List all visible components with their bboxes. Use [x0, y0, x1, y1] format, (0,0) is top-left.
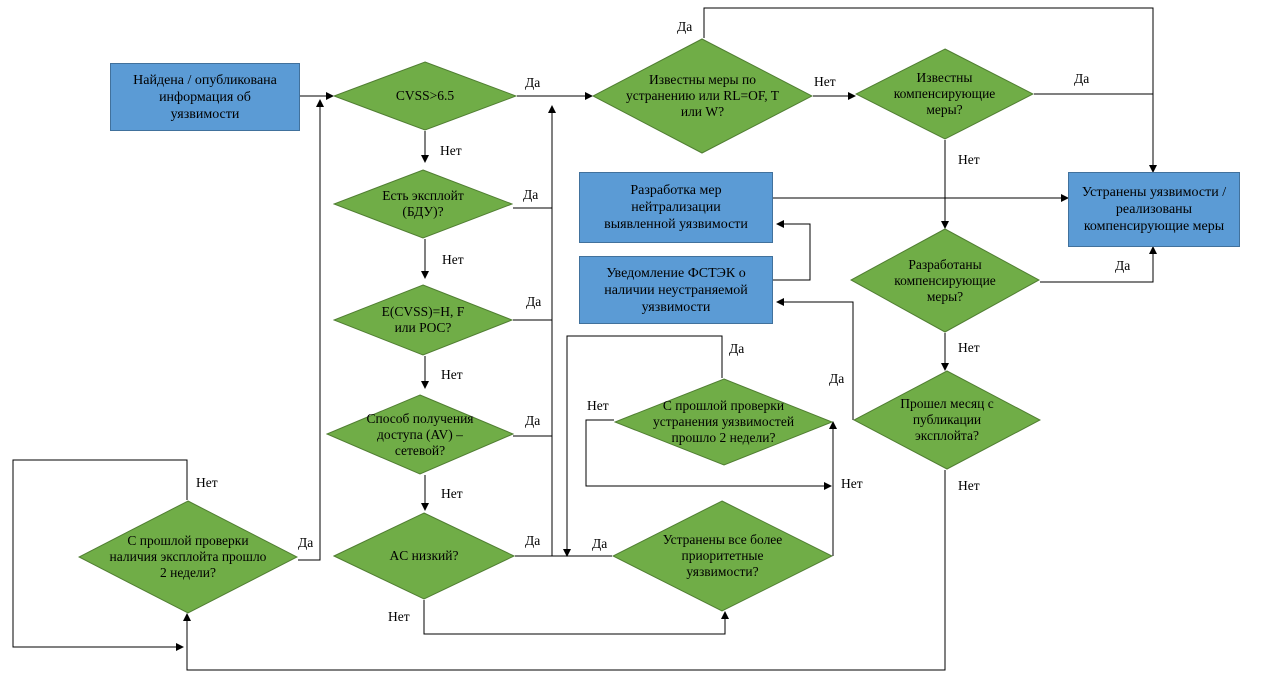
label-developed-no: Нет [958, 340, 980, 355]
edge-fixcheck-no [585, 419, 832, 490]
label-exploit-yes: Да [523, 187, 539, 202]
edge-knownfix-yes [703, 7, 1157, 173]
label-month-yes: Да [829, 371, 845, 386]
label-priority-no: Нет [841, 476, 863, 491]
box-found-info: Найдена / опубликована информация об уяз… [110, 63, 300, 131]
edge-yes-trunk [515, 105, 556, 557]
decision-exploit-text: Есть эксплойт (БДУ)? [382, 188, 464, 219]
decision-known-fix-text: Известны меры по устранению или RL=OF, T… [625, 72, 780, 119]
decision-developed-comp-text: Разработаны компенсирующие меры? [894, 256, 996, 304]
box-eliminated: Устранены уязвимости / реализованы компе… [1068, 172, 1240, 247]
edge-fixcheck-yes [563, 335, 723, 557]
box-notify-fstek: Уведомление ФСТЭК о наличии неустраняемо… [579, 256, 773, 324]
decision-developed-comp: Разработаны компенсирующие меры? [850, 228, 1040, 333]
decision-ac-low: AC низкий? [333, 512, 515, 600]
label-developed-yes: Да [1115, 258, 1131, 273]
edge-notify-to-devmeasures [773, 220, 811, 281]
label-ecvss-yes: Да [526, 294, 542, 309]
decision-cvss: CVSS>6.5 [333, 61, 517, 131]
label-aclow-yes: Да [525, 533, 541, 548]
edge-developed-yes [1040, 246, 1157, 283]
decision-ac-low-text: AC низкий? [389, 548, 459, 563]
edge-expcheck-no [12, 459, 188, 651]
decision-month-passed-text: Прошел месяц с публикации эксплойта? [900, 396, 994, 443]
label-knowncomp-yes: Да [1074, 71, 1090, 86]
edge-expcheck-yes [298, 99, 324, 561]
label-expcheck-yes: Да [298, 535, 314, 550]
box-develop-measures: Разработка мер нейтрализации выявленной … [579, 172, 773, 243]
decision-month-passed: Прошел месяц с публикации эксплойта? [853, 370, 1041, 470]
label-cvss-no: Нет [440, 143, 462, 158]
label-exploit-no: Нет [442, 252, 464, 267]
label-knowncomp-no: Нет [958, 152, 980, 167]
edge-month-no [183, 470, 946, 671]
decision-known-fix: Известны меры по устранению или RL=OF, T… [592, 38, 813, 154]
decision-access-text: Способ получения доступа (AV) – сетевой? [366, 410, 474, 458]
decision-exploit-check-text: С прошлой проверки наличия эксплойта про… [109, 533, 267, 580]
decision-cvss-text: CVSS>6.5 [395, 88, 455, 103]
label-cvss-yes: Да [525, 75, 541, 90]
decision-ecvss: E(CVSS)=H, F или POC? [333, 284, 513, 356]
decision-ecvss-text: E(CVSS)=H, F или POC? [381, 304, 465, 335]
decision-exploit: Есть эксплойт (БДУ)? [333, 169, 513, 239]
label-access-yes: Да [525, 413, 541, 428]
decision-priority-fixed: Устранены все более приоритетные уязвимо… [612, 500, 833, 612]
label-knownfix-no: Нет [814, 74, 836, 89]
decision-access: Способ получения доступа (AV) – сетевой? [326, 394, 514, 475]
decision-fix-check-text: С прошлой проверки устранения уязвимосте… [652, 398, 795, 445]
label-month-no: Нет [958, 478, 980, 493]
decision-exploit-check: С прошлой проверки наличия эксплойта про… [78, 500, 298, 614]
label-priority-yes: Да [592, 536, 608, 551]
edge-aclow-no [423, 600, 729, 635]
edge-month-yes [776, 298, 854, 420]
decision-known-comp: Известны компенсирующие меры? [855, 48, 1034, 140]
decision-priority-fixed-text: Устранены все более приоритетные уязвимо… [662, 532, 783, 579]
label-fixcheck-yes: Да [729, 341, 745, 356]
label-fixcheck-no: Нет [587, 398, 609, 413]
label-knownfix-yes: Да [677, 19, 693, 34]
decision-known-comp-text: Известны компенсирующие меры? [893, 70, 996, 117]
label-ecvss-no: Нет [441, 367, 463, 382]
decision-fix-check: С прошлой проверки устранения уязвимосте… [614, 378, 833, 466]
label-aclow-no: Нет [388, 609, 410, 624]
label-expcheck-no: Нет [196, 475, 218, 490]
label-access-no: Нет [441, 486, 463, 501]
